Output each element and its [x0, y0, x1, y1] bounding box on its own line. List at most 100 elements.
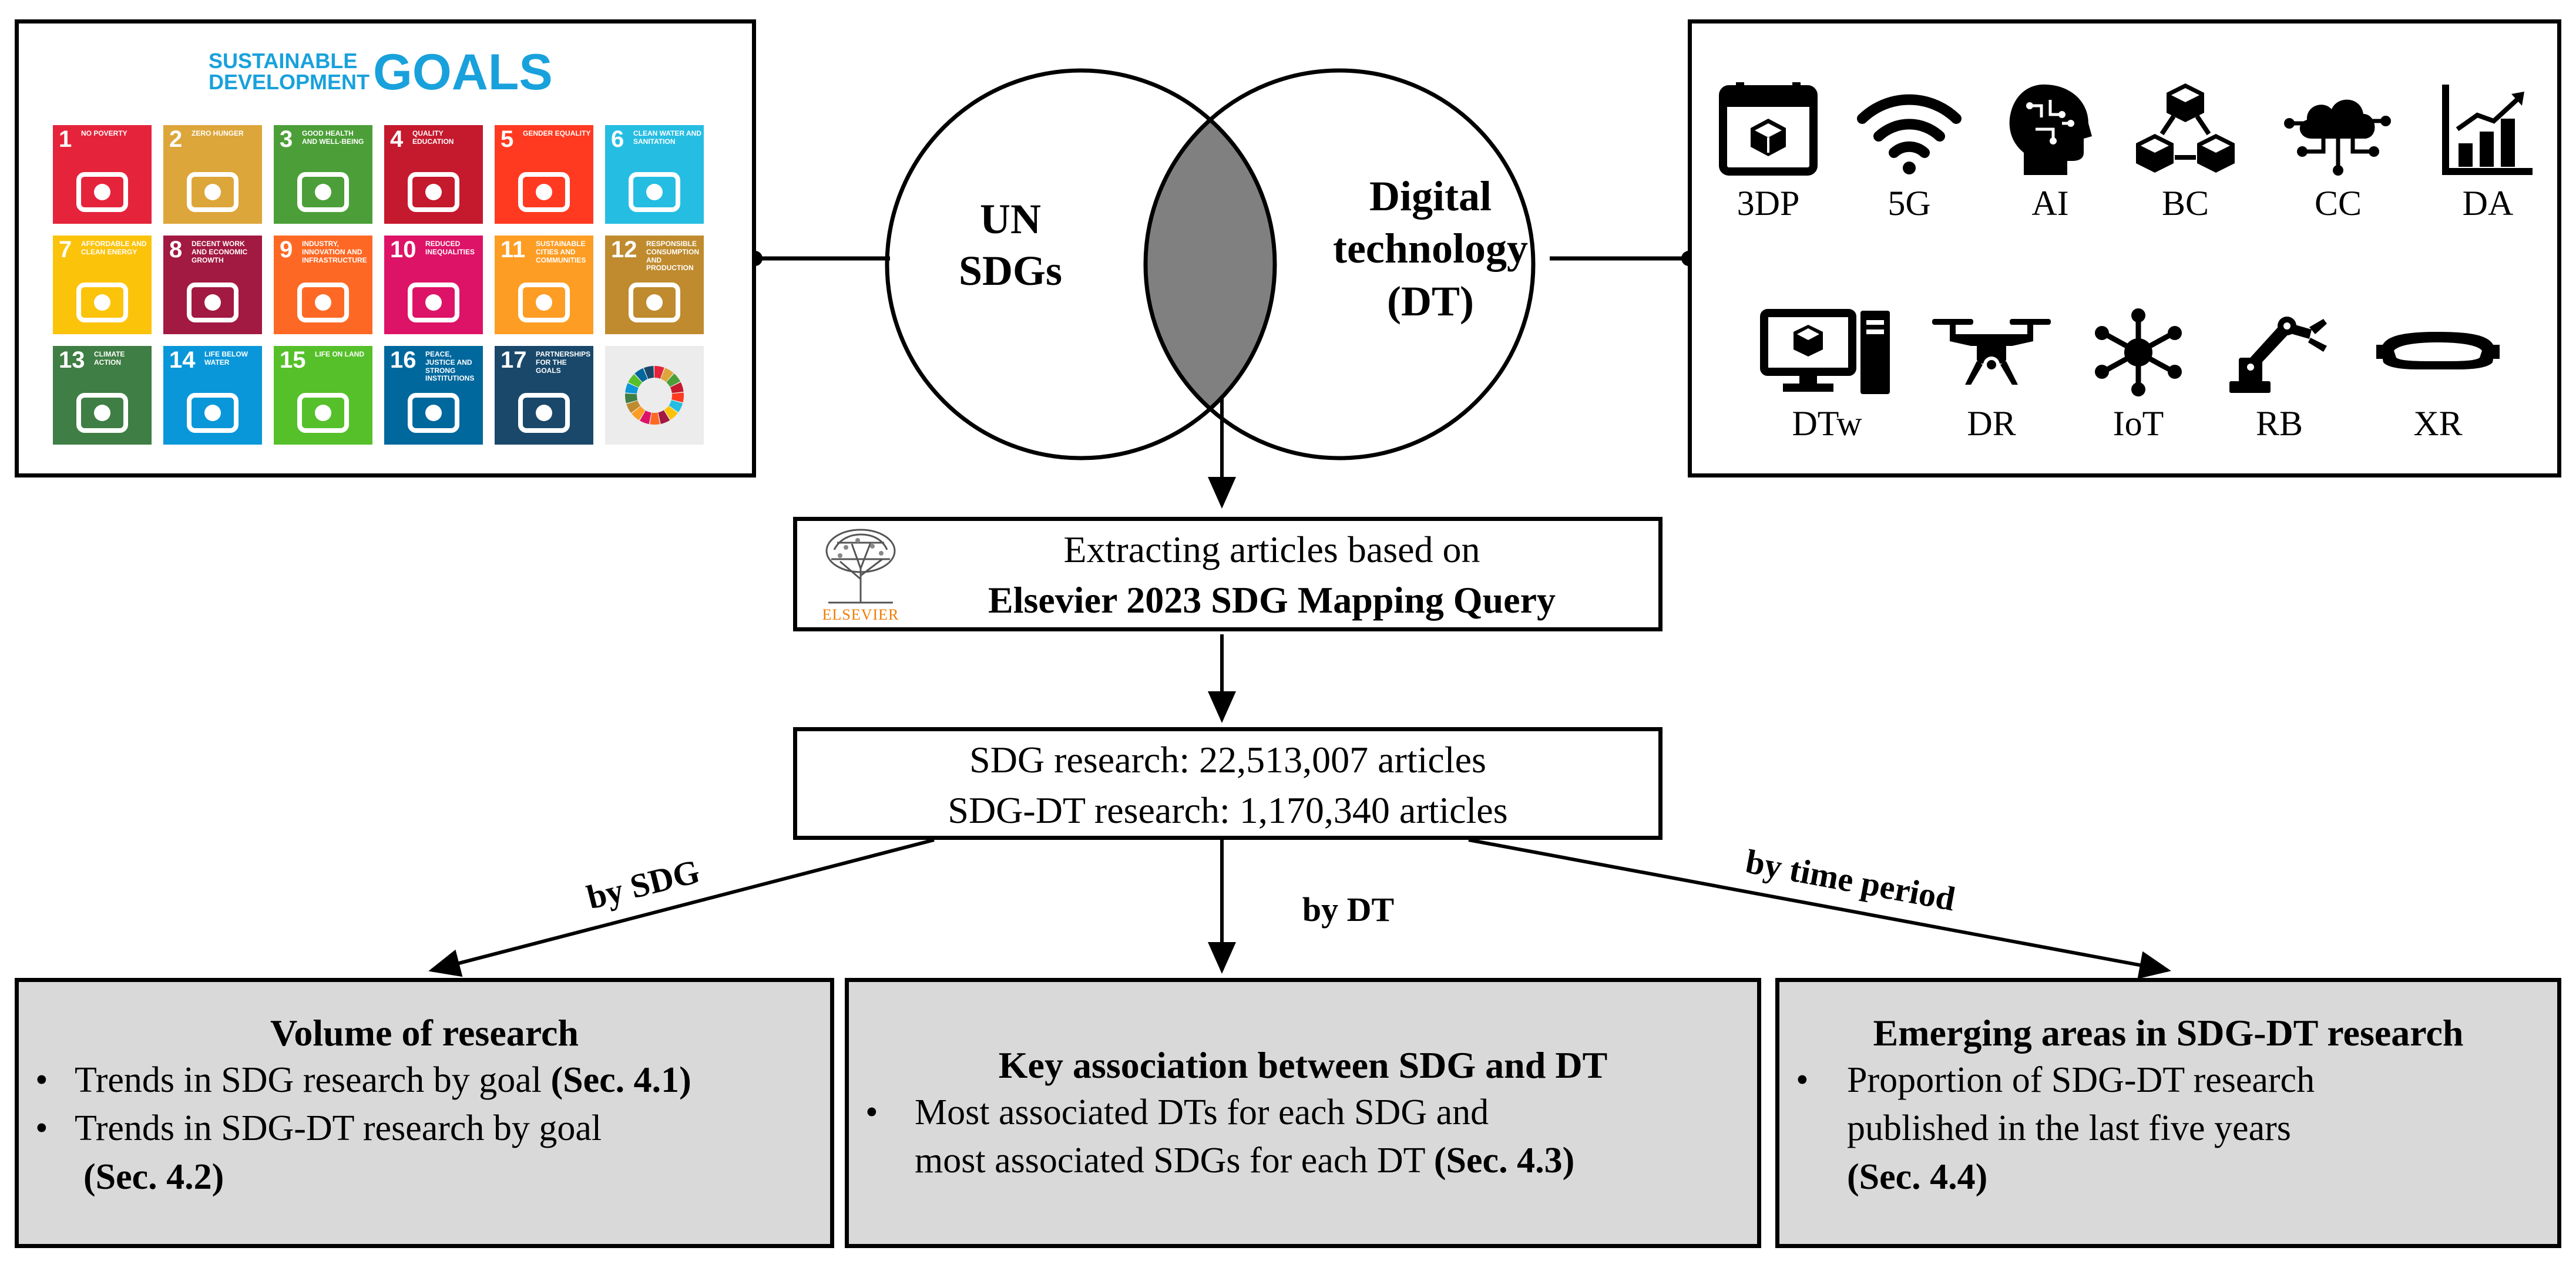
computer-cube-icon	[1760, 309, 1890, 394]
venn-overlap	[1146, 70, 1275, 458]
sdg-goal-number: 3	[280, 126, 293, 152]
venn-label-sdgs-line1: UN	[980, 196, 1041, 243]
drone-icon	[1932, 319, 2051, 385]
volume-bullet-2: Trends in SDG-DT research by goal	[19, 1104, 830, 1153]
sdg-goal-label: RESPONSIBLE CONSUMPTION AND PRODUCTION	[646, 240, 699, 273]
dt-label-dtw: DTw	[1792, 404, 1862, 443]
venn-label-sdgs-line2: SDGs	[958, 247, 1063, 294]
sdg-goal-icon	[518, 172, 570, 212]
blockchain-icon	[2136, 83, 2235, 173]
sdg-goal-icon	[297, 283, 349, 322]
sdg-goal-icon	[297, 172, 349, 212]
association-line2: most associated SDGs for each DT (Sec. 4…	[849, 1136, 1757, 1185]
sdg-goal-icon	[76, 393, 128, 433]
sdg-goal-number: 17	[501, 347, 527, 373]
sdg-goal-label: REDUCED INEQUALITIES	[425, 240, 475, 256]
arrow-by-sdg	[428, 838, 935, 977]
sdg-goal-number: 4	[390, 126, 404, 152]
dt-item-bc: BC	[2127, 82, 2244, 221]
sdg-goal-number: 14	[169, 347, 196, 373]
emerging-line2: published in the last five years	[1847, 1108, 2291, 1149]
sdg-goal-tile: 13 CLIMATE ACTION	[53, 346, 152, 445]
association-line2-text: most associated SDGs for each DT	[915, 1141, 1434, 1181]
sdg-logo-line2: DEVELOPMENT	[209, 70, 370, 94]
venn-label-dt: Digital technology (DT)	[1322, 170, 1539, 328]
sdg-goal-label: LIFE ON LAND	[315, 350, 364, 358]
sdg-goal-icon	[408, 283, 459, 322]
venn-label-dt-line1: Digital	[1369, 173, 1492, 220]
sdg-goal-tile: 1 NO POVERTY	[53, 125, 152, 224]
cloud-computing-icon	[2284, 99, 2391, 176]
counts-box	[793, 727, 1663, 840]
sdg-goal-number: 6	[611, 126, 624, 152]
dt-label-rb: RB	[2255, 404, 2303, 443]
dt-label-dr: DR	[1967, 404, 2016, 443]
volume-title: Volume of research	[270, 1012, 579, 1054]
branch-label-by-dt: by DT	[1302, 890, 1395, 929]
volume-bullet-1-ref: (Sec. 4.1)	[550, 1060, 691, 1100]
dt-item-ai: AI	[1991, 82, 2109, 221]
wifi-icon	[1857, 94, 1962, 174]
dt-label-da: DA	[2462, 184, 2514, 223]
sdg-goal-label: NO POVERTY	[81, 129, 127, 137]
sdg-goal-label: CLEAN WATER AND SANITATION	[633, 129, 701, 146]
sdg-goal-number: 9	[280, 237, 293, 263]
dt-item-dr: DR	[1927, 308, 2056, 441]
sdg-goal-label: SUSTAINABLE CITIES AND COMMUNITIES	[536, 240, 586, 264]
dt-item-cc: CC	[2279, 82, 2397, 221]
dt-item-xr: XR	[2367, 308, 2508, 441]
sdg-goal-label: QUALITY EDUCATION	[412, 129, 454, 146]
dt-item-dtw: DTw	[1756, 308, 1897, 441]
elsevier-logo-text: ELSEVIER	[822, 606, 899, 623]
dt-label-cc: CC	[2314, 184, 2362, 223]
sdg-goal-number: 16	[390, 347, 417, 373]
sdg-goal-icon	[629, 172, 680, 212]
volume-bullet-1-text: Trends in SDG research by goal	[75, 1060, 551, 1100]
sdg-goal-icon	[408, 172, 459, 212]
venn-circle-dt	[1143, 68, 1536, 460]
emerging-bullet-1: Proportion of SDG-DT research	[1779, 1056, 2557, 1105]
dt-item-5g: 5G	[1850, 82, 1968, 221]
dt-item-iot: IoT	[2080, 308, 2197, 441]
emerging-box: Emerging areas in SDG-DT research Propor…	[1775, 978, 2561, 1248]
sdg-goal-icon	[76, 172, 128, 212]
venn-label-dt-line2: technology	[1333, 225, 1528, 273]
sdg-goal-label: GENDER EQUALITY	[523, 129, 591, 137]
dt-label-bc: BC	[2161, 184, 2209, 223]
sdg-goal-number: 7	[59, 237, 72, 263]
sdg-goal-number: 13	[59, 347, 85, 373]
sdg-goal-icon	[187, 283, 239, 322]
venn-label-dt-line3: (DT)	[1387, 277, 1474, 325]
sdg-goal-label: AFFORDABLE AND CLEAN ENERGY	[81, 240, 147, 256]
emerging-title: Emerging areas in SDG-DT research	[1873, 1012, 2464, 1054]
extract-box	[793, 517, 1663, 631]
sdg-goal-tile: 7 AFFORDABLE AND CLEAN ENERGY	[53, 236, 152, 334]
sdg-goal-label: CLIMATE ACTION	[94, 350, 125, 366]
dt-label-5g: 5G	[1888, 184, 1931, 223]
sdg-logo-line1: SUSTAINABLE	[209, 49, 358, 73]
sdg-goal-icon	[408, 393, 459, 433]
sdg-goal-label: PARTNERSHIPS FOR THE GOALS	[536, 350, 591, 375]
venn-label-sdgs: UN SDGs	[922, 194, 1099, 297]
emerging-line1: Proportion of SDG-DT research	[1847, 1060, 2315, 1100]
sdg-goal-icon	[76, 283, 128, 322]
sdg-wheel-icon	[625, 366, 684, 425]
extract-line1: Extracting articles based on	[1063, 529, 1480, 570]
counts-line2: SDG-DT research: 1,170,340 articles	[948, 789, 1508, 831]
sdg-goal-icon	[187, 172, 239, 212]
sdg-goal-icon	[297, 393, 349, 433]
dt-item-3dp: 3DP	[1710, 82, 1827, 221]
sdg-goal-number: 1	[59, 126, 72, 152]
sdg-goal-number: 8	[169, 237, 183, 263]
sdg-goal-icon	[187, 393, 239, 433]
bar-chart-icon	[2442, 85, 2533, 175]
